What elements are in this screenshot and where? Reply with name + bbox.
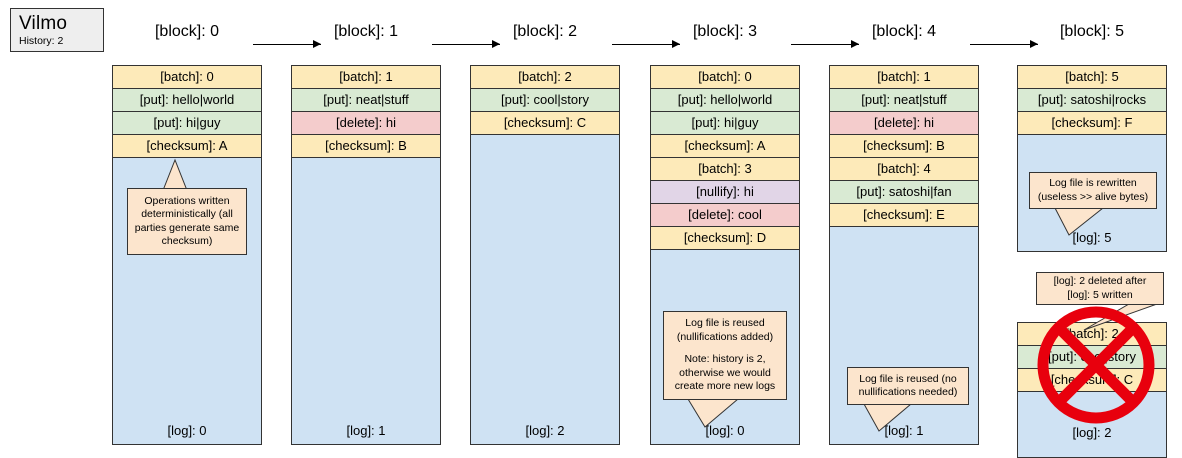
- callout-tail-rewritten: [1054, 207, 1105, 236]
- log-row: [checksum]: B: [830, 135, 978, 158]
- block-column-2: [batch]: 2 [put]: cool|story [checksum]:…: [470, 65, 620, 445]
- callout-text: Log file is reused (no nullifications ne…: [858, 372, 958, 399]
- callout-text: [log]: 2 deleted after [log]: 5 written: [1053, 275, 1147, 301]
- block-label-4: [block]: 4: [871, 23, 937, 40]
- log-file-1-0[interactable]: [batch]: 1 [put]: neat|stuff [delete]: h…: [291, 65, 441, 445]
- block-column-1: [batch]: 1 [put]: neat|stuff [delete]: h…: [291, 65, 441, 445]
- callout-deterministic: Operations written deterministically (al…: [127, 188, 247, 255]
- log-row: [checksum]: A: [113, 135, 261, 158]
- log-row: [batch]: 5: [1018, 66, 1166, 89]
- callout-tail-deleted-note: [1083, 303, 1158, 331]
- block-label-3: [block]: 3: [692, 23, 758, 40]
- log-file-label: [log]: 1: [884, 423, 924, 438]
- callout-reuse-nullify: Log file is reused (nullifications added…: [663, 311, 787, 400]
- log-row: [delete]: hi: [830, 112, 978, 135]
- log-file-0-0[interactable]: [batch]: 0 [put]: hello|world [put]: hi|…: [112, 65, 262, 445]
- log-row: [put]: satoshi|fan: [830, 181, 978, 204]
- log-row: [checksum]: C: [471, 112, 619, 135]
- block-column-5: [batch]: 5 [put]: satoshi|rocks [checksu…: [1017, 65, 1167, 252]
- block-column-5-deleted-log: [batch]: 2 [put]: cool|story [checksum]:…: [1017, 322, 1167, 458]
- log-file-label: [log]: 0: [705, 423, 745, 438]
- log-row: [put]: satoshi|rocks: [1018, 89, 1166, 112]
- log-row: [put]: hello|world: [651, 89, 799, 112]
- log-row: [checksum]: B: [292, 135, 440, 158]
- log-row: [batch]: 0: [651, 66, 799, 89]
- log-row: [batch]: 4: [830, 158, 978, 181]
- arrow-block-0-to-1: [253, 40, 321, 49]
- vilmo-title-box: Vilmo History: 2: [10, 8, 104, 52]
- callout-deleted-note: [log]: 2 deleted after [log]: 5 written: [1036, 272, 1164, 305]
- log-row: [nullify]: hi: [651, 181, 799, 204]
- log-row: [put]: hi|guy: [113, 112, 261, 135]
- block-column-0: [batch]: 0 [put]: hello|world [put]: hi|…: [112, 65, 262, 445]
- block-label-2: [block]: 2: [512, 23, 578, 40]
- callout-tail-reuse-nullify: [687, 398, 740, 428]
- log-file-label: [log]: 5: [1072, 230, 1112, 245]
- callout-rewritten: Log file is rewritten (useless >> alive …: [1029, 172, 1157, 209]
- log-file-label: [log]: 2: [525, 423, 565, 438]
- callout-reuse-plain: Log file is reused (no nullifications ne…: [847, 367, 969, 405]
- callout-text: Note: history is 2, otherwise we would c…: [674, 353, 776, 393]
- log-row: [checksum]: D: [651, 227, 799, 250]
- callout-text: Log file is reused (nullifications added…: [676, 317, 774, 343]
- log-file-label: [log]: 0: [167, 423, 207, 438]
- log-row: [checksum]: F: [1018, 112, 1166, 135]
- app-history-setting: History: 2: [19, 35, 64, 47]
- log-row: [put]: cool|story: [471, 89, 619, 112]
- log-row: [batch]: 0: [113, 66, 261, 89]
- log-file-label: [log]: 2: [1072, 425, 1112, 440]
- arrow-block-2-to-3: [612, 40, 680, 49]
- arrow-block-3-to-4: [791, 40, 859, 49]
- block-label-5: [block]: 5: [1059, 23, 1125, 40]
- log-row: [checksum]: E: [830, 204, 978, 227]
- log-row: [put]: hi|guy: [651, 112, 799, 135]
- log-file-label: [log]: 1: [346, 423, 386, 438]
- log-file-5-0[interactable]: [batch]: 5 [put]: satoshi|rocks [checksu…: [1017, 65, 1167, 252]
- log-row: [checksum]: C: [1018, 369, 1166, 392]
- log-row: [batch]: 1: [830, 66, 978, 89]
- block-label-0: [block]: 0: [154, 23, 220, 40]
- log-row: [batch]: 3: [651, 158, 799, 181]
- log-row: [put]: neat|stuff: [292, 89, 440, 112]
- log-row: [batch]: 2: [471, 66, 619, 89]
- callout-text: Operations written deterministically (al…: [134, 194, 240, 248]
- arrow-block-4-to-5: [970, 40, 1038, 49]
- log-file-2-0[interactable]: [batch]: 2 [put]: cool|story [checksum]:…: [470, 65, 620, 445]
- log-row: [delete]: hi: [292, 112, 440, 135]
- callout-text: Log file is rewritten (useless >> alive …: [1037, 177, 1149, 203]
- block-label-1: [block]: 1: [333, 23, 399, 40]
- log-row: [put]: neat|stuff: [830, 89, 978, 112]
- app-title: Vilmo: [19, 13, 68, 34]
- callout-tail-reuse-plain: [863, 403, 913, 432]
- log-row: [put]: hello|world: [113, 89, 261, 112]
- log-row: [delete]: cool: [651, 204, 799, 227]
- arrow-block-1-to-2: [432, 40, 500, 49]
- log-row: [batch]: 1: [292, 66, 440, 89]
- log-row: [put]: cool|story: [1018, 346, 1166, 369]
- log-file-5-1-deleted[interactable]: [batch]: 2 [put]: cool|story [checksum]:…: [1017, 322, 1167, 458]
- log-row: [checksum]: A: [651, 135, 799, 158]
